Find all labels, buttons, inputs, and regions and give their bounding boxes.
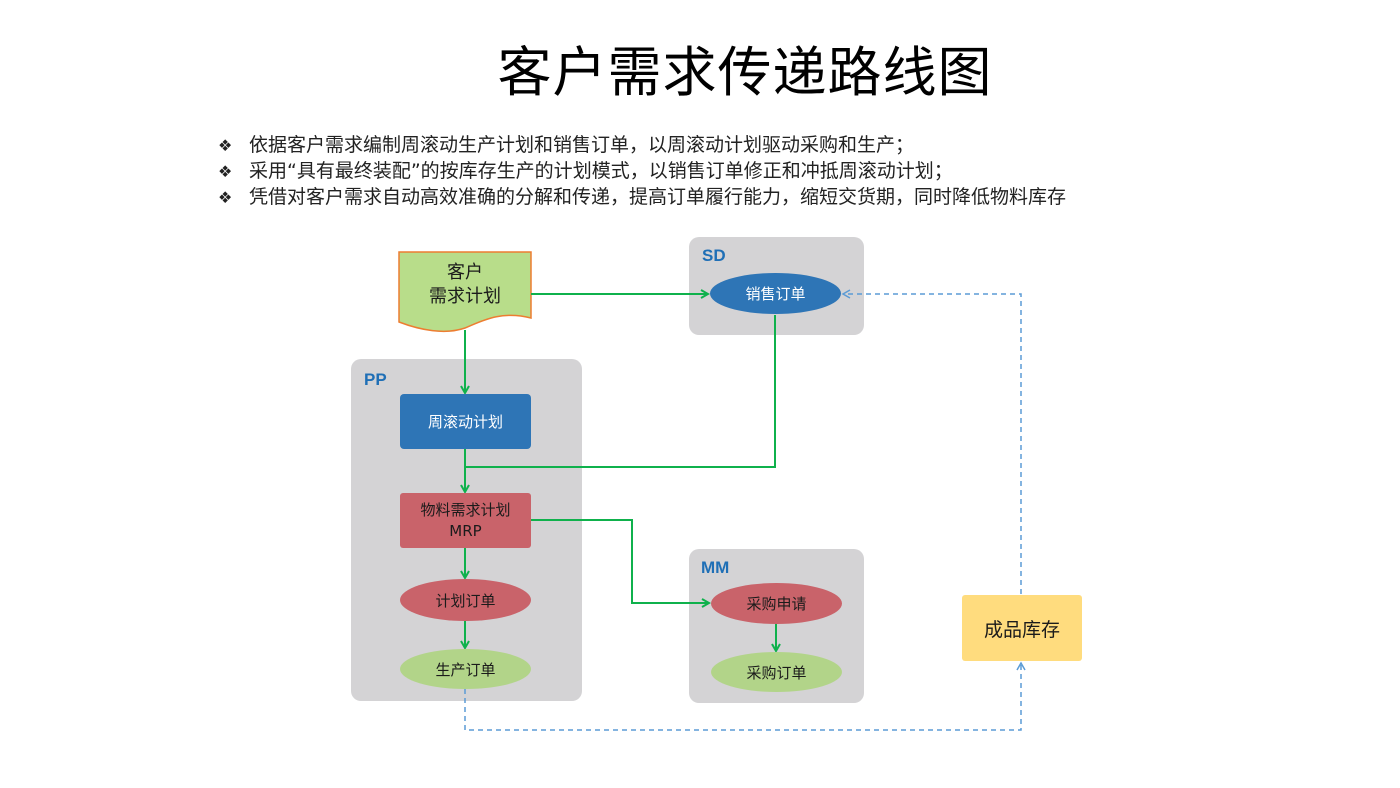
sales-order-node[interactable]: 销售订单: [710, 273, 841, 314]
finished-inventory-node[interactable]: 成品库存: [962, 595, 1082, 661]
diamond-bullet-icon: ❖: [218, 162, 233, 181]
customer-demand-plan-line2: 需求计划: [429, 286, 501, 307]
bullet-item: ❖ 依据客户需求编制周滚动生产计划和销售订单，以周滚动计划驱动采购和生产；: [218, 132, 1066, 158]
sd-module-label: SD: [702, 246, 726, 265]
mrp-node-line2: MRP: [449, 521, 482, 540]
mm-module-label: MM: [701, 558, 730, 577]
customer-demand-plan-line1: 客户: [447, 262, 483, 283]
rolling-plan-node[interactable]: 周滚动计划: [400, 394, 531, 449]
pp-module-label: PP: [364, 370, 387, 389]
arrow-sales-order-to-mrp-path: [465, 315, 776, 468]
bullet-item: ❖ 采用“具有最终装配”的按库存生产的计划模式，以销售订单修正和冲抵周滚动计划；: [218, 158, 1066, 184]
planned-order-node[interactable]: 计划订单: [400, 579, 531, 621]
dashed-inventory-to-sales-order: [841, 289, 1022, 594]
bullet-item: ❖ 凭借对客户需求自动高效准确的分解和传递，提高订单履行能力，缩短交货期，同时降低…: [218, 184, 1066, 210]
mrp-node-line1: 物料需求计划: [420, 500, 511, 519]
diamond-bullet-icon: ❖: [218, 188, 233, 207]
dashed-production-to-inventory: [464, 661, 1026, 731]
customer-demand-plan[interactable]: 客户 需求计划: [398, 261, 532, 309]
diamond-bullet-icon: ❖: [218, 136, 233, 155]
purchase-requisition-node[interactable]: 采购申请: [711, 583, 842, 624]
bullet-text: 凭借对客户需求自动高效准确的分解和传递，提高订单履行能力，缩短交货期，同时降低物…: [249, 186, 1067, 208]
production-order-node[interactable]: 生产订单: [400, 649, 531, 689]
bullet-text: 依据客户需求编制周滚动生产计划和销售订单，以周滚动计划驱动采购和生产；: [249, 134, 915, 156]
customer-demand-document-shape: [398, 251, 532, 333]
arrow-mrp-to-purchase-requisition: [530, 519, 708, 603]
page-title: 客户需求传递路线图: [497, 41, 993, 104]
mrp-node[interactable]: 物料需求计划 MRP: [400, 493, 531, 548]
bullet-text: 采用“具有最终装配”的按库存生产的计划模式，以销售订单修正和冲抵周滚动计划；: [249, 160, 953, 182]
bullet-list: ❖ 依据客户需求编制周滚动生产计划和销售订单，以周滚动计划驱动采购和生产； ❖ 采用…: [218, 132, 1066, 210]
purchase-order-node[interactable]: 采购订单: [711, 652, 842, 692]
